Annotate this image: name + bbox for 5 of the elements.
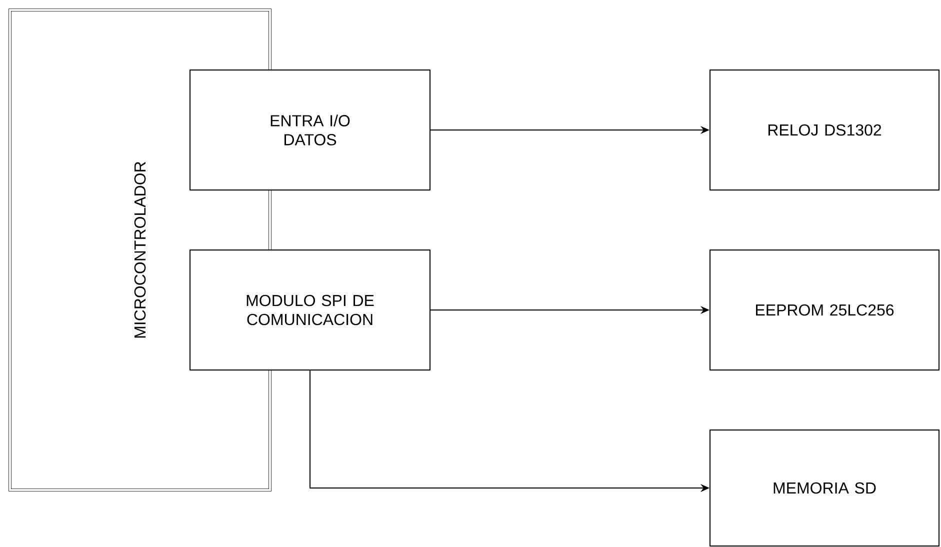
device-box: RELOJ DS1302: [710, 70, 940, 190]
device-box: EEPROM 25LC256: [710, 250, 940, 370]
module-box: MODULO SPI DE COMUNICACION: [190, 250, 430, 370]
module-box: ENTRA I/O DATOS: [190, 70, 430, 190]
device-box: MEMORIA SD: [710, 430, 940, 546]
